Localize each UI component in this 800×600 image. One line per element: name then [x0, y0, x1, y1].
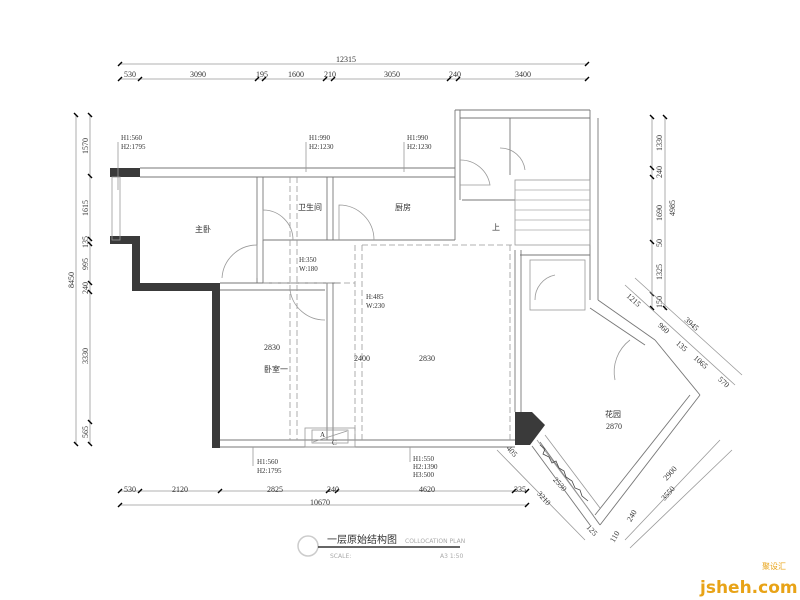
room-master-bedroom: 主卧: [195, 224, 211, 234]
bedroom1-height: 2830: [264, 343, 280, 352]
dim: 570: [716, 375, 731, 390]
ann: H1:560: [257, 458, 279, 466]
dim: 125: [584, 523, 599, 538]
left-total-dim: 8450: [67, 272, 76, 288]
ann: H:350: [299, 256, 317, 264]
dim: 335: [514, 485, 526, 494]
dim: 210: [324, 70, 336, 79]
right-dimensions: 1330 240 1690 50 1325 150 4985 1215 960 …: [625, 114, 743, 390]
room-garden: 花园: [605, 409, 621, 419]
plan-subtitle: COLLOCATION PLAN: [405, 538, 465, 545]
dim: 3050: [384, 70, 400, 79]
dim: 2825: [267, 485, 283, 494]
dim: 240: [655, 166, 664, 178]
dim: 3090: [190, 70, 206, 79]
dim: 135: [81, 236, 90, 248]
bottom-dimensions: 530 2120 2825 240 4620 335 10670: [117, 485, 530, 508]
dim: 530: [124, 70, 136, 79]
ac-box: A C: [304, 427, 356, 448]
ann: H1:990: [309, 134, 331, 142]
dim: 3550: [659, 484, 676, 502]
ann: H2:1390: [413, 463, 438, 471]
annotations: H1:560 H2:1795 H1:990 H2:1230 H1:990 H2:…: [117, 134, 438, 479]
dim: 4620: [419, 485, 435, 494]
room-bedroom1: 卧室一: [264, 364, 288, 374]
ann: W:180: [299, 265, 318, 273]
dim: 150: [655, 296, 664, 308]
ann: H1:550: [413, 455, 435, 463]
dim: 3400: [515, 70, 531, 79]
ann: H2:1795: [257, 467, 282, 475]
dim: 1215: [625, 291, 643, 308]
left-dimensions: 8450 1570 1615 135 995 240 3330 565: [67, 112, 93, 447]
watermark-text: jsheh.com: [699, 578, 798, 598]
dim: 240: [625, 508, 639, 523]
top-total-dim: 12315: [336, 55, 356, 64]
dim: 1690: [655, 205, 664, 221]
doors: [221, 147, 631, 381]
dim: 565: [81, 426, 90, 438]
dim: 2120: [172, 485, 188, 494]
scale-value: A3 1:50: [440, 553, 463, 560]
dim: 1570: [81, 138, 90, 154]
ann: H2:1230: [309, 143, 334, 151]
dim: 240: [449, 70, 461, 79]
ann: H2:1795: [121, 143, 146, 151]
ann: H1:560: [121, 134, 143, 142]
ac-label-c: C: [332, 439, 337, 447]
stairs: [515, 189, 590, 231]
watermark-logo: 聚设汇 jsheh.com: [699, 561, 798, 598]
room-bathroom: 卫生间: [298, 202, 322, 212]
dim: 195: [256, 70, 268, 79]
dim: 530: [124, 485, 136, 494]
dim: 50: [655, 239, 664, 247]
dim: 110: [608, 529, 622, 544]
plan-title: 一层原始结构图: [327, 533, 397, 546]
living-height: 2830: [419, 354, 435, 363]
garden-height: 2870: [606, 422, 622, 431]
garden-planter: [536, 434, 601, 516]
garden-dimensions: 405 2530 3210 125 2900 3550 110 240: [496, 439, 733, 549]
watermark-cn: 聚设汇: [762, 561, 786, 571]
right-total-dim: 4985: [668, 200, 677, 216]
diag-total-dim: 3945: [683, 315, 701, 332]
dim: 240: [81, 282, 90, 294]
bottom-total-dim: 10670: [310, 498, 330, 507]
room-labels: 主卧 卫生间 厨房 上 2830 卧室一 2400 2830 花园 2870: [195, 202, 622, 431]
ac-label-a: A: [320, 431, 325, 439]
ann: H3:500: [413, 471, 435, 479]
dim: 1065: [692, 353, 710, 370]
ann: H:485: [366, 293, 384, 301]
dim: 405: [504, 444, 519, 459]
dim: 2900: [661, 464, 678, 482]
dim: 1325: [655, 264, 664, 280]
dim: 1600: [288, 70, 304, 79]
title-block: 一层原始结构图 COLLOCATION PLAN SCALE: A3 1:50: [297, 533, 465, 560]
dim: 240: [327, 485, 339, 494]
ann: H1:990: [407, 134, 429, 142]
top-dimensions: 12315 530 3090 195 1600 210 3050 240 340…: [117, 55, 590, 82]
walls: [110, 109, 701, 526]
ann: H2:1230: [407, 143, 432, 151]
stairs-up-label: 上: [492, 223, 500, 232]
room-kitchen: 厨房: [395, 202, 411, 212]
ann: W:230: [366, 302, 385, 310]
dashed-beams: [263, 177, 515, 440]
dim: 995: [81, 258, 90, 270]
living-width: 2400: [354, 354, 370, 363]
dim: 3330: [81, 348, 90, 364]
dim: 1615: [81, 200, 90, 216]
dim: 1330: [655, 135, 664, 151]
scale-label: SCALE:: [330, 553, 351, 560]
dim: 960: [656, 321, 671, 336]
